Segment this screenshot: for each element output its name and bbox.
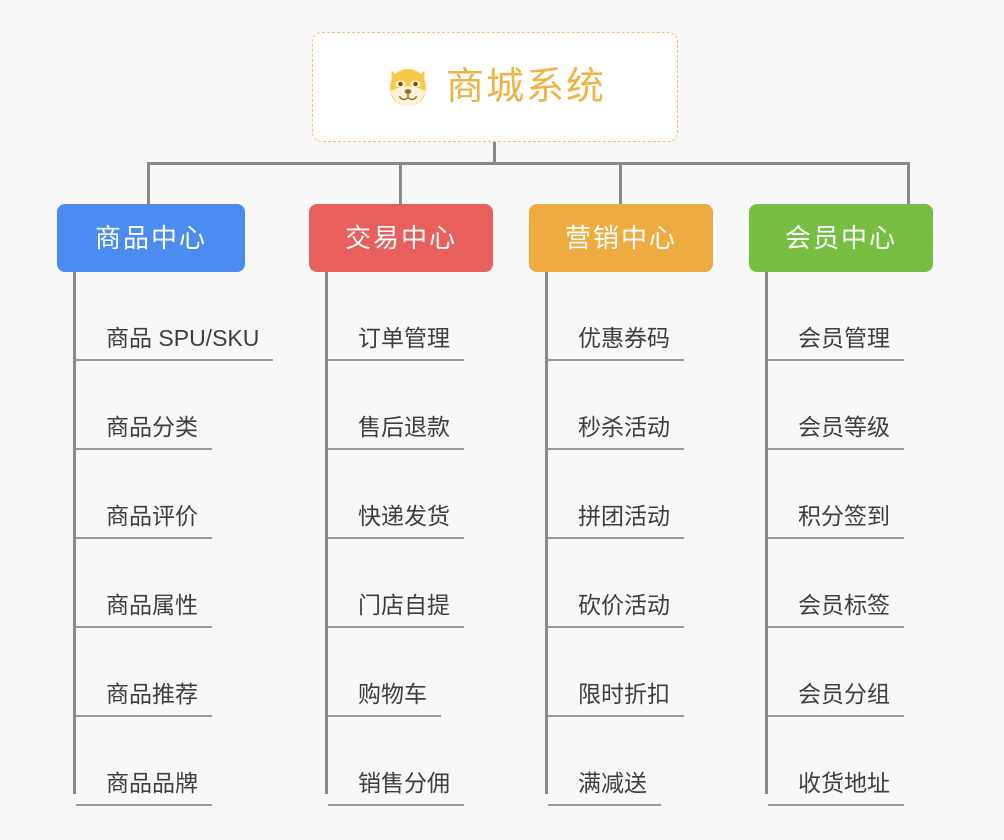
leaf-label: 商品 SPU/SKU (76, 327, 274, 361)
list-item[interactable]: 商品分类 (73, 361, 245, 450)
leaf-label: 快递发货 (328, 505, 464, 539)
leaf-label: 订单管理 (328, 327, 464, 361)
category-card-marketing[interactable]: 营销中心 (529, 204, 713, 272)
leaf-label: 商品评价 (76, 505, 212, 539)
leaf-list-member: 会员管理 会员等级 积分签到 会员标签 会员分组 收货地址 (765, 272, 933, 806)
leaf-label: 商品分类 (76, 416, 212, 450)
leaf-label: 限时折扣 (548, 683, 684, 717)
list-item[interactable]: 商品评价 (73, 450, 245, 539)
list-item[interactable]: 优惠券码 (545, 272, 713, 361)
leaf-label: 商品属性 (76, 594, 212, 628)
connector-trunk-member (765, 272, 768, 794)
leaf-label: 会员等级 (768, 416, 904, 450)
category-card-trade[interactable]: 交易中心 (309, 204, 493, 272)
list-item[interactable]: 商品属性 (73, 539, 245, 628)
list-item[interactable]: 商品品牌 (73, 717, 245, 806)
leaf-list-product: 商品 SPU/SKU 商品分类 商品评价 商品属性 商品推荐 商品品牌 (73, 272, 274, 806)
list-item[interactable]: 会员标签 (765, 539, 933, 628)
leaf-label: 会员分组 (768, 683, 904, 717)
leaf-label: 会员标签 (768, 594, 904, 628)
connector-trunk-marketing (545, 272, 548, 794)
leaf-label: 砍价活动 (548, 594, 684, 628)
list-item[interactable]: 收货地址 (765, 717, 933, 806)
leaf-label: 收货地址 (768, 772, 904, 806)
list-item[interactable]: 砍价活动 (545, 539, 713, 628)
list-item[interactable]: 商品推荐 (73, 628, 245, 717)
connector-horizontal-bus (147, 162, 910, 165)
category-card-product[interactable]: 商品中心 (57, 204, 245, 272)
leaf-label: 售后退款 (328, 416, 464, 450)
list-item[interactable]: 售后退款 (325, 361, 493, 450)
leaf-label: 优惠券码 (548, 327, 684, 361)
category-label: 营销中心 (564, 223, 677, 253)
dog-face-icon (389, 69, 426, 106)
root-title: 商城系统 (445, 66, 606, 108)
list-item[interactable]: 会员管理 (765, 272, 933, 361)
connector-trunk-product (73, 272, 76, 794)
category-column-marketing: 营销中心 优惠券码 秒杀活动 拼团活动 砍价活动 限时折扣 满减送 (529, 204, 713, 806)
category-label: 交易中心 (344, 223, 457, 253)
leaf-label: 秒杀活动 (548, 416, 684, 450)
connector-drop-marketing (619, 162, 622, 204)
category-card-member[interactable]: 会员中心 (749, 204, 933, 272)
leaf-label: 商品品牌 (76, 772, 212, 806)
list-item[interactable]: 会员分组 (765, 628, 933, 717)
leaf-label: 满减送 (548, 772, 661, 806)
root-node[interactable]: 商城系统 (312, 32, 678, 142)
leaf-label: 销售分佣 (328, 772, 464, 806)
category-label: 商品中心 (94, 223, 207, 253)
list-item[interactable]: 满减送 (545, 717, 713, 806)
leaf-label: 门店自提 (328, 594, 464, 628)
connector-drop-product (147, 162, 150, 204)
leaf-group-marketing: 优惠券码 秒杀活动 拼团活动 砍价活动 限时折扣 满减送 (545, 272, 713, 806)
list-item[interactable]: 订单管理 (325, 272, 493, 361)
list-item[interactable]: 积分签到 (765, 450, 933, 539)
category-column-product: 商品中心 商品 SPU/SKU 商品分类 商品评价 商品属性 商品推荐 商品品牌 (57, 204, 274, 806)
list-item[interactable]: 秒杀活动 (545, 361, 713, 450)
leaf-label: 商品推荐 (76, 683, 212, 717)
leaf-label: 积分签到 (768, 505, 904, 539)
leaf-label: 购物车 (328, 683, 441, 717)
leaf-list-trade: 订单管理 售后退款 快递发货 门店自提 购物车 销售分佣 (325, 272, 493, 806)
category-label: 会员中心 (784, 223, 897, 253)
connector-root-stem (493, 142, 496, 164)
connector-trunk-trade (325, 272, 328, 794)
list-item[interactable]: 商品 SPU/SKU (73, 272, 274, 361)
list-item[interactable]: 销售分佣 (325, 717, 493, 806)
connector-drop-member (907, 162, 910, 204)
category-column-trade: 交易中心 订单管理 售后退款 快递发货 门店自提 购物车 销售分佣 (309, 204, 493, 806)
leaf-group-trade: 订单管理 售后退款 快递发货 门店自提 购物车 销售分佣 (325, 272, 493, 806)
list-item[interactable]: 门店自提 (325, 539, 493, 628)
list-item[interactable]: 限时折扣 (545, 628, 713, 717)
list-item[interactable]: 拼团活动 (545, 450, 713, 539)
list-item[interactable]: 快递发货 (325, 450, 493, 539)
connector-drop-trade (399, 162, 402, 204)
leaf-list-marketing: 优惠券码 秒杀活动 拼团活动 砍价活动 限时折扣 满减送 (545, 272, 713, 806)
leaf-group-member: 会员管理 会员等级 积分签到 会员标签 会员分组 收货地址 (765, 272, 933, 806)
leaf-label: 拼团活动 (548, 505, 684, 539)
leaf-group-product: 商品 SPU/SKU 商品分类 商品评价 商品属性 商品推荐 商品品牌 (73, 272, 274, 806)
leaf-label: 会员管理 (768, 327, 904, 361)
category-column-member: 会员中心 会员管理 会员等级 积分签到 会员标签 会员分组 收货地址 (749, 204, 933, 806)
list-item[interactable]: 会员等级 (765, 361, 933, 450)
list-item[interactable]: 购物车 (325, 628, 493, 717)
